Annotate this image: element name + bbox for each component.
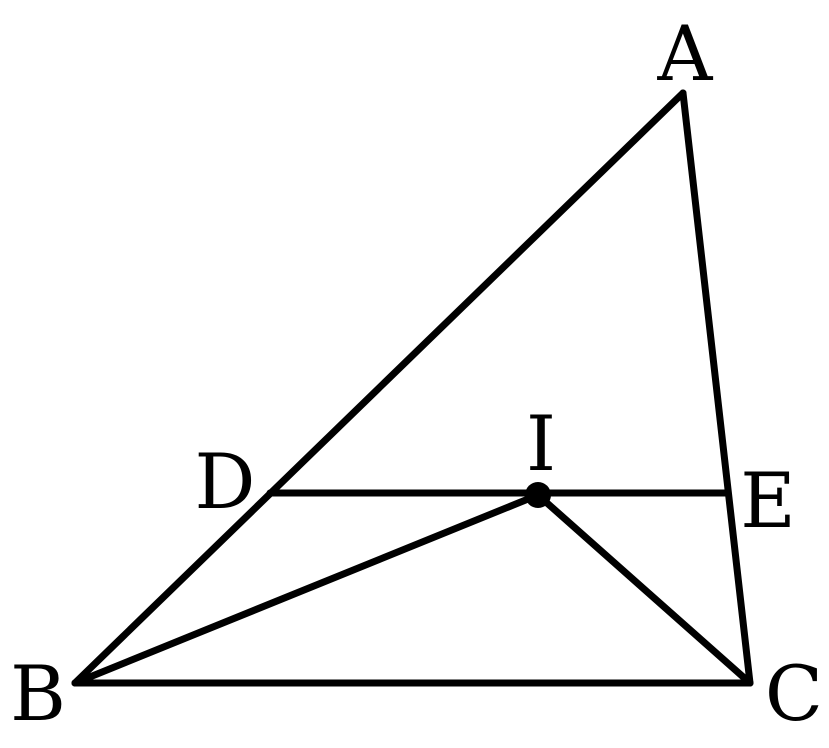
label-c: C [765,649,823,738]
label-d: D [195,437,256,526]
segment-ci [534,491,754,687]
label-b: B [10,649,66,738]
label-e: E [740,456,795,545]
segment-ab [71,89,687,687]
point-i-dot [525,482,551,508]
segment-ac [679,89,754,687]
label-a: A [657,9,714,98]
segment-bi [71,491,542,687]
label-i: I [526,399,556,488]
